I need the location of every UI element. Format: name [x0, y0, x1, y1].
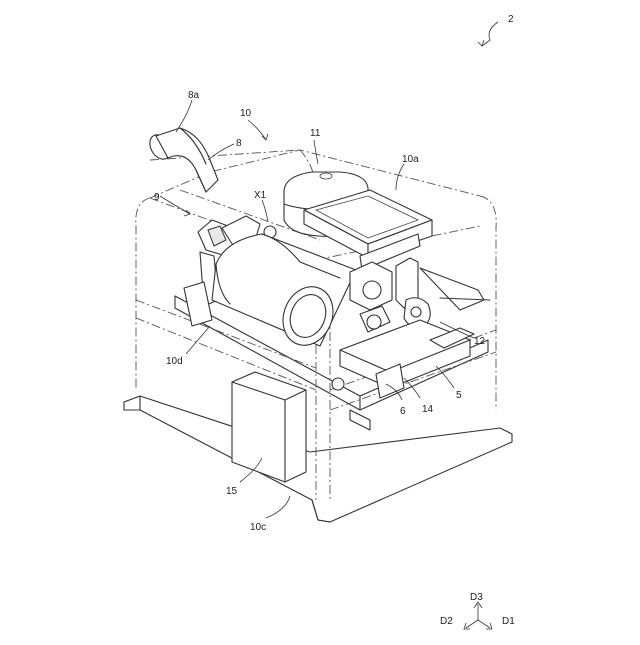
label-6: 6 — [400, 406, 406, 417]
label-11: 11 — [310, 128, 321, 139]
direction-axes — [464, 602, 492, 629]
label-15: 15 — [226, 486, 238, 497]
label-5: 5 — [456, 390, 462, 401]
right-mechanism — [332, 258, 490, 398]
axis-d2: D2 — [440, 616, 453, 627]
label-10d: 10d — [166, 356, 183, 367]
label-10c: 10c — [250, 522, 266, 533]
label-8: 8 — [236, 138, 242, 149]
label-10a: 10a — [402, 154, 419, 165]
label-9: 9 — [154, 192, 160, 203]
axis-d1: D1 — [502, 616, 515, 627]
label-8a: 8a — [188, 90, 200, 101]
label-fig-ref: 2 — [508, 14, 514, 25]
label-14: 14 — [422, 404, 434, 415]
base-plate — [124, 396, 512, 522]
label-10: 10 — [240, 108, 252, 119]
control-box-15 — [232, 372, 306, 482]
axis-d3: D3 — [470, 592, 483, 603]
label-12: 12 — [474, 336, 486, 347]
label-x1: X1 — [254, 190, 267, 201]
